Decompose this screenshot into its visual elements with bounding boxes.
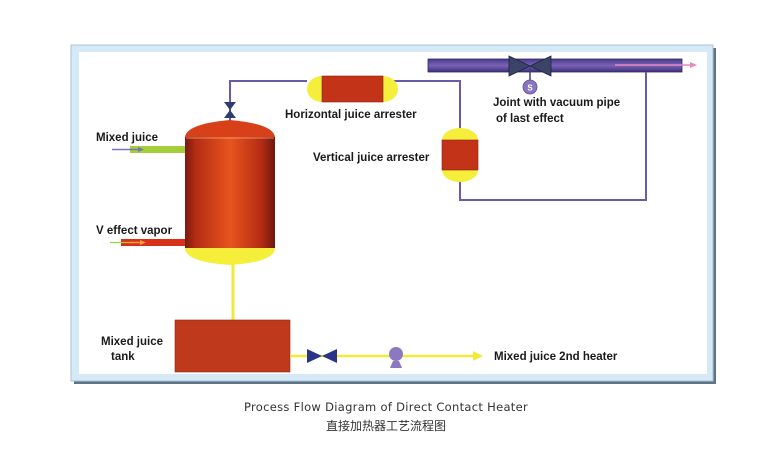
diagram-caption-chinese: 直接加热器工艺流程图 (325, 419, 446, 433)
mixed-juice-inlet-pipe (112, 146, 186, 153)
horizontal-juice-arrester (307, 75, 398, 103)
horizontal-arrester-label: Horizontal juice arrester (285, 109, 417, 121)
vacuum-valve-icon (508, 55, 552, 95)
vacuum-pipe (427, 58, 697, 73)
vacuum-joint-label-line2: of last effect (496, 113, 564, 125)
tank-label-line1: Mixed juice (101, 336, 163, 348)
vacuum-flow-arrow-icon (690, 62, 697, 68)
vertical-juice-arrester (441, 128, 479, 182)
second-heater-label: Mixed juice 2nd heater (494, 351, 618, 363)
vertical-arrester-label: Vertical juice arrester (313, 152, 430, 164)
diagram-frame (70, 44, 716, 384)
outlet-arrow-icon (473, 351, 483, 361)
v-effect-vapor-label: V effect vapor (96, 225, 173, 237)
vapor-inlet-pipe (110, 239, 186, 246)
juice-inflow-arrow-icon (138, 147, 144, 152)
outlet-valve-icon (307, 349, 337, 363)
vapor-inflow-arrow-icon (140, 240, 146, 245)
mixed-juice-tank (174, 319, 291, 373)
diagram-caption: Process Flow Diagram of Direct Contact H… (243, 400, 529, 414)
actuator-letter: S (527, 84, 533, 93)
vacuum-joint-label-line1: Joint with vacuum pipe (493, 97, 620, 109)
pump-icon (389, 347, 403, 368)
solenoid-actuator-icon (522, 79, 538, 95)
tank-label-line2: tank (111, 351, 135, 363)
direct-contact-heater-vessel (185, 120, 275, 265)
mixed-juice-label: Mixed juice (96, 132, 158, 144)
